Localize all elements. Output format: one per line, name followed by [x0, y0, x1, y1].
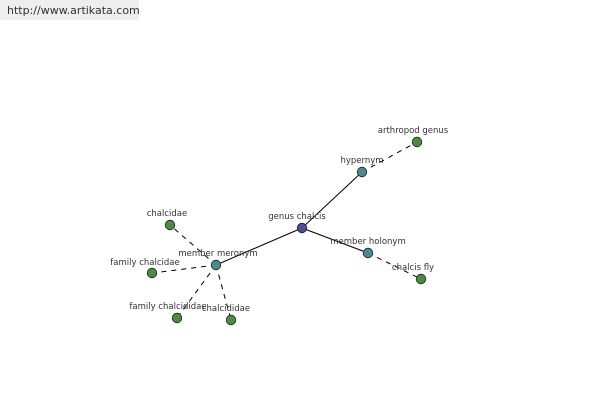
edge-member-meronym-to-chalcidae-1 — [169, 224, 217, 266]
node-label-genus-chalcis: genus chalcis — [268, 212, 326, 222]
node-hypernym[interactable]: hypernym — [340, 156, 384, 178]
node-circle-arthropod-genus[interactable] — [411, 136, 423, 148]
node-circle-chalcis-fly[interactable] — [415, 273, 427, 285]
node-label-chalcidae-1: chalcidae — [147, 209, 188, 219]
node-circle-member-meronym[interactable] — [210, 259, 222, 271]
node-member-meronym[interactable]: member meronym — [178, 249, 258, 271]
node-circle-family-chalcididae[interactable] — [171, 312, 183, 324]
node-family-chalcidae[interactable]: family chalcidae — [110, 258, 180, 279]
edge-genus-chalcis-to-member-meronym — [215, 227, 303, 266]
node-circle-hypernym[interactable] — [356, 166, 368, 178]
node-family-chalcididae[interactable]: family chalcididae — [129, 302, 207, 324]
node-chalcididae[interactable]: chalcididae — [202, 304, 250, 326]
node-circle-family-chalcidae[interactable] — [146, 267, 158, 279]
edge-member-meronym-to-family-chalcididae — [176, 264, 217, 319]
node-label-chalcis-fly: chalcis fly — [392, 263, 434, 273]
node-chalcidae-1[interactable]: chalcidae — [147, 209, 188, 231]
node-member-holonym[interactable]: member holonym — [330, 237, 406, 259]
node-label-chalcididae: chalcididae — [202, 304, 250, 314]
site-link[interactable]: http://www.artikata.com — [7, 4, 140, 17]
edge-member-meronym-to-family-chalcidae — [151, 264, 217, 274]
node-label-member-meronym: member meronym — [178, 249, 257, 259]
node-circle-chalcididae[interactable] — [225, 314, 237, 326]
node-label-arthropod-genus: arthropod genus — [378, 126, 449, 136]
node-label-family-chalcidae: family chalcidae — [110, 258, 179, 268]
node-arthropod-genus[interactable]: arthropod genus — [378, 126, 449, 148]
node-circle-member-holonym[interactable] — [362, 247, 374, 259]
edges-layer — [151, 141, 422, 321]
nodes-layer: genus chalcis hypernym arthropod genus memb… — [110, 126, 449, 326]
edge-genus-chalcis-to-hypernym — [301, 171, 363, 229]
url-bar: http://www.artikata.com — [0, 0, 140, 20]
node-circle-genus-chalcis[interactable] — [296, 222, 308, 234]
edge-hypernym-to-arthropod-genus — [361, 141, 418, 173]
node-circle-chalcidae-1[interactable] — [164, 219, 176, 231]
node-chalcis-fly[interactable]: chalcis fly — [392, 263, 434, 285]
node-label-member-holonym: member holonym — [330, 237, 405, 247]
node-genus-chalcis[interactable]: genus chalcis — [268, 212, 326, 234]
node-label-hypernym: hypernym — [340, 156, 383, 166]
node-label-family-chalcididae: family chalcididae — [129, 302, 206, 312]
edge-genus-chalcis-to-member-holonym — [301, 227, 369, 254]
